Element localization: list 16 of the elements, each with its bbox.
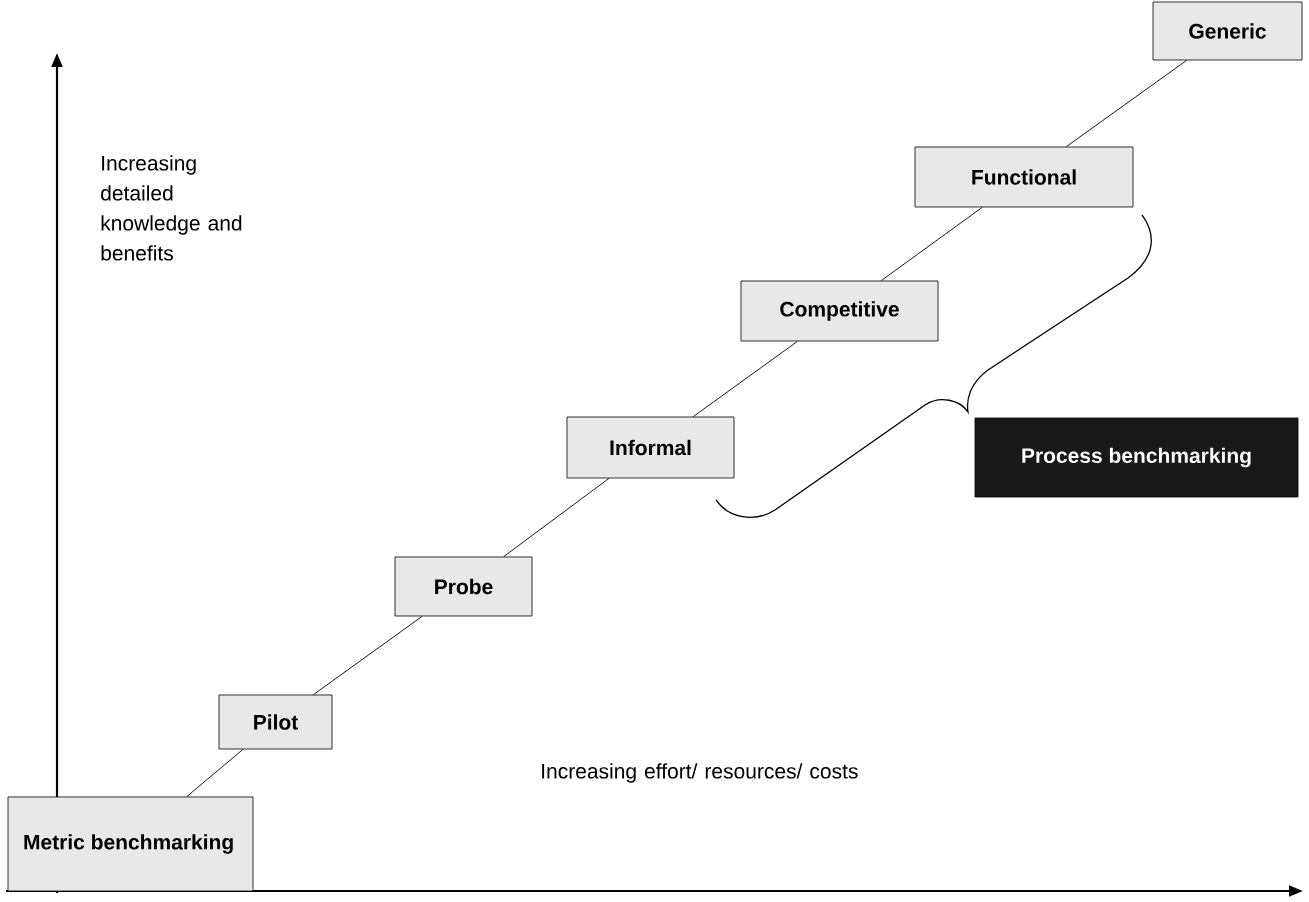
connector-line [313, 615, 423, 696]
connector-line [880, 206, 983, 282]
stage-box: Competitive [740, 280, 939, 342]
connector-line [186, 748, 244, 798]
stage-box: Pilot [218, 694, 333, 750]
axis-label: Increasing detailed knowledge and benefits [101, 155, 242, 261]
stage-box: Functional [914, 146, 1134, 208]
stage-box: Generic [1152, 1, 1303, 61]
stage-box: Probe [394, 556, 533, 617]
connector-line [692, 340, 798, 418]
axis-label: Increasing effort/ resources/ costs [542, 763, 858, 783]
connector-line [503, 477, 610, 558]
stage-box: Metric benchmarking [7, 796, 254, 892]
label-box: Process benchmarking [974, 417, 1299, 498]
stage-box: Informal [566, 416, 735, 479]
connector-line [1065, 59, 1188, 148]
